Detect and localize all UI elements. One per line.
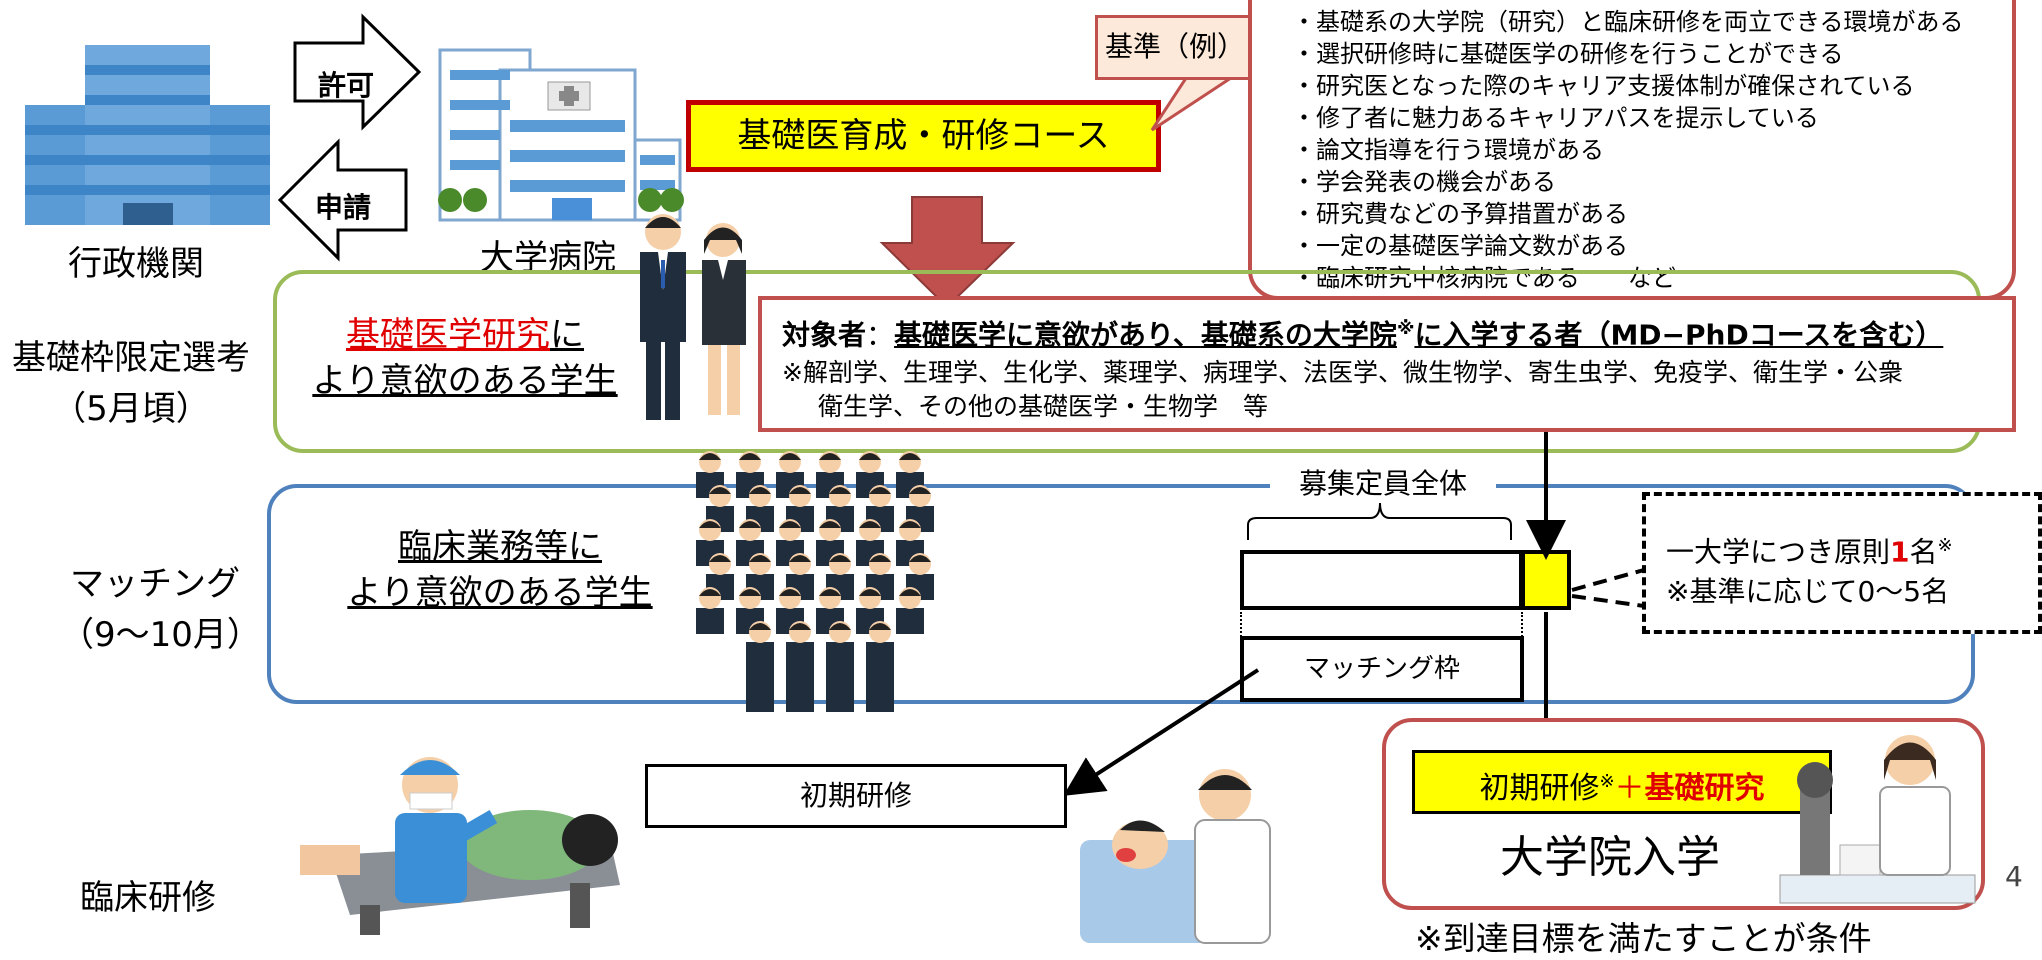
- combined-initial: 初期研修: [1479, 771, 1600, 806]
- quota-total-label: 募集定員全体: [1270, 462, 1496, 506]
- criteria-item: ・臨床研究中核病院である など: [1292, 264, 1676, 292]
- basic-research-highlight: 基礎医学研究: [346, 315, 550, 355]
- clinical-students-line1: 臨床業務等に: [398, 527, 602, 567]
- per-university-number: 1: [1890, 535, 1910, 569]
- target-mark: ※: [1396, 318, 1415, 339]
- per-university-pre: 一大学につき原則: [1666, 535, 1891, 569]
- target-box: 対象者：基礎医学に意欲があり、基礎系の大学院※に入学する者（MD−PhDコースを…: [758, 296, 2016, 432]
- slot-connector: [1571, 568, 1645, 608]
- criteria-list-box: ・基礎系の大学院（研究）と臨床研修を両立できる環境がある ・選択研修時に基礎医学…: [1248, 0, 2016, 300]
- target-line: 対象者：基礎医学に意欲があり、基礎系の大学院※に入学する者（MD−PhDコースを…: [782, 310, 2012, 354]
- label-basic-selection-name: 基礎枠限定選考: [12, 338, 250, 378]
- quota-brace: [1247, 502, 1512, 540]
- initial-training-box: 初期研修: [645, 764, 1067, 828]
- criteria-item: ・選択研修時に基礎医学の研修を行うことができる: [1292, 40, 1844, 68]
- criteria-item: ・修了者に魅力あるキャリアパスを提示している: [1292, 104, 1819, 132]
- combined-training-box: 初期研修※＋基礎研究: [1412, 750, 1832, 814]
- target-text-1: 基礎医学に意欲があり、: [894, 318, 1201, 352]
- surgeon-illustration: [300, 757, 620, 935]
- per-university-mark: ※: [1937, 535, 1953, 556]
- criteria-item: ・研究費などの予算措置がある: [1292, 200, 1628, 228]
- matching-frame-box: マッチング枠: [1240, 636, 1524, 702]
- criteria-item: ・学会発表の機会がある: [1292, 168, 1556, 196]
- students-pair-icon: [640, 214, 746, 420]
- clinical-students-text: 臨床業務等に より意欲のある学生: [330, 524, 670, 616]
- label-matching: マッチング （9〜10月）: [60, 556, 261, 656]
- target-colon: ：: [866, 318, 895, 352]
- per-university-line2: ※基準に応じて0〜5名: [1666, 575, 1950, 609]
- apply-label: 申請: [315, 191, 372, 224]
- target-note-1: ※解剖学、生理学、生化学、薬理学、病理学、法医学、微生物学、寄生虫学、免疫学、衛…: [782, 358, 1903, 388]
- clinical-students-line2: より意欲のある学生: [347, 573, 653, 613]
- doctor-patient-illustration: [1080, 769, 1271, 944]
- course-title-box: 基礎医育成・研修コース: [686, 100, 1161, 172]
- grad-entry-label: 大学院入学: [1500, 832, 1720, 883]
- label-basic-selection: 基礎枠限定選考 （5月頃）: [0, 330, 262, 430]
- page-number: 4: [2005, 860, 2023, 893]
- label-matching-period: （9〜10月）: [60, 615, 261, 655]
- target-prefix: 対象者: [782, 318, 867, 352]
- condition-note: ※到達目標を満たすことが条件: [1415, 919, 1872, 958]
- quota-bar: [1240, 550, 1523, 610]
- criteria-item: ・基礎系の大学院（研究）と臨床研修を両立できる環境がある: [1292, 8, 1964, 36]
- label-basic-selection-period: （5月頃）: [52, 389, 210, 429]
- target-note-2: 衛生学、その他の基礎医学・生物学 等: [818, 392, 1269, 422]
- permit-label: 許可: [318, 69, 375, 102]
- basic-students-line1-rest: に: [550, 315, 584, 355]
- hospital-building-icon: [438, 48, 684, 222]
- criteria-item: ・一定の基礎医学論文数がある: [1292, 232, 1628, 260]
- label-matching-name: マッチング: [70, 564, 240, 604]
- criteria-item: ・論文指導を行う環境がある: [1292, 136, 1604, 164]
- researcher-illustration: [1779, 735, 1976, 904]
- target-text-2: 基礎系の大学院: [1200, 318, 1397, 352]
- label-clinical-training: 臨床研修: [80, 878, 216, 918]
- per-university-post: 名: [1909, 535, 1938, 569]
- label-admin-agency: 行政機関: [68, 244, 204, 284]
- government-building-icon: [25, 45, 270, 225]
- basic-students-line2: より意欲のある学生: [312, 361, 618, 401]
- per-university-box: 一大学につき原則1名※ ※基準に応じて0〜5名: [1642, 492, 2042, 634]
- combined-plus: ＋: [1614, 771, 1645, 806]
- combined-mark: ※: [1599, 771, 1615, 792]
- per-university-line1: 一大学につき原則1名※: [1666, 526, 2038, 572]
- student-crowd-icon: [696, 451, 934, 712]
- target-text-3: に入学する者（MD−PhDコースを含む）: [1414, 318, 1944, 352]
- combined-basic-research: 基礎研究: [1644, 771, 1765, 806]
- permit-arrow-icon: [293, 13, 422, 131]
- basic-students-text: 基礎医学研究に より意欲のある学生: [305, 312, 625, 404]
- apply-arrow-icon: [277, 138, 408, 262]
- down-arrow-icon: [879, 196, 1016, 309]
- criteria-item: ・研究医となった際のキャリア支援体制が確保されている: [1292, 72, 1915, 100]
